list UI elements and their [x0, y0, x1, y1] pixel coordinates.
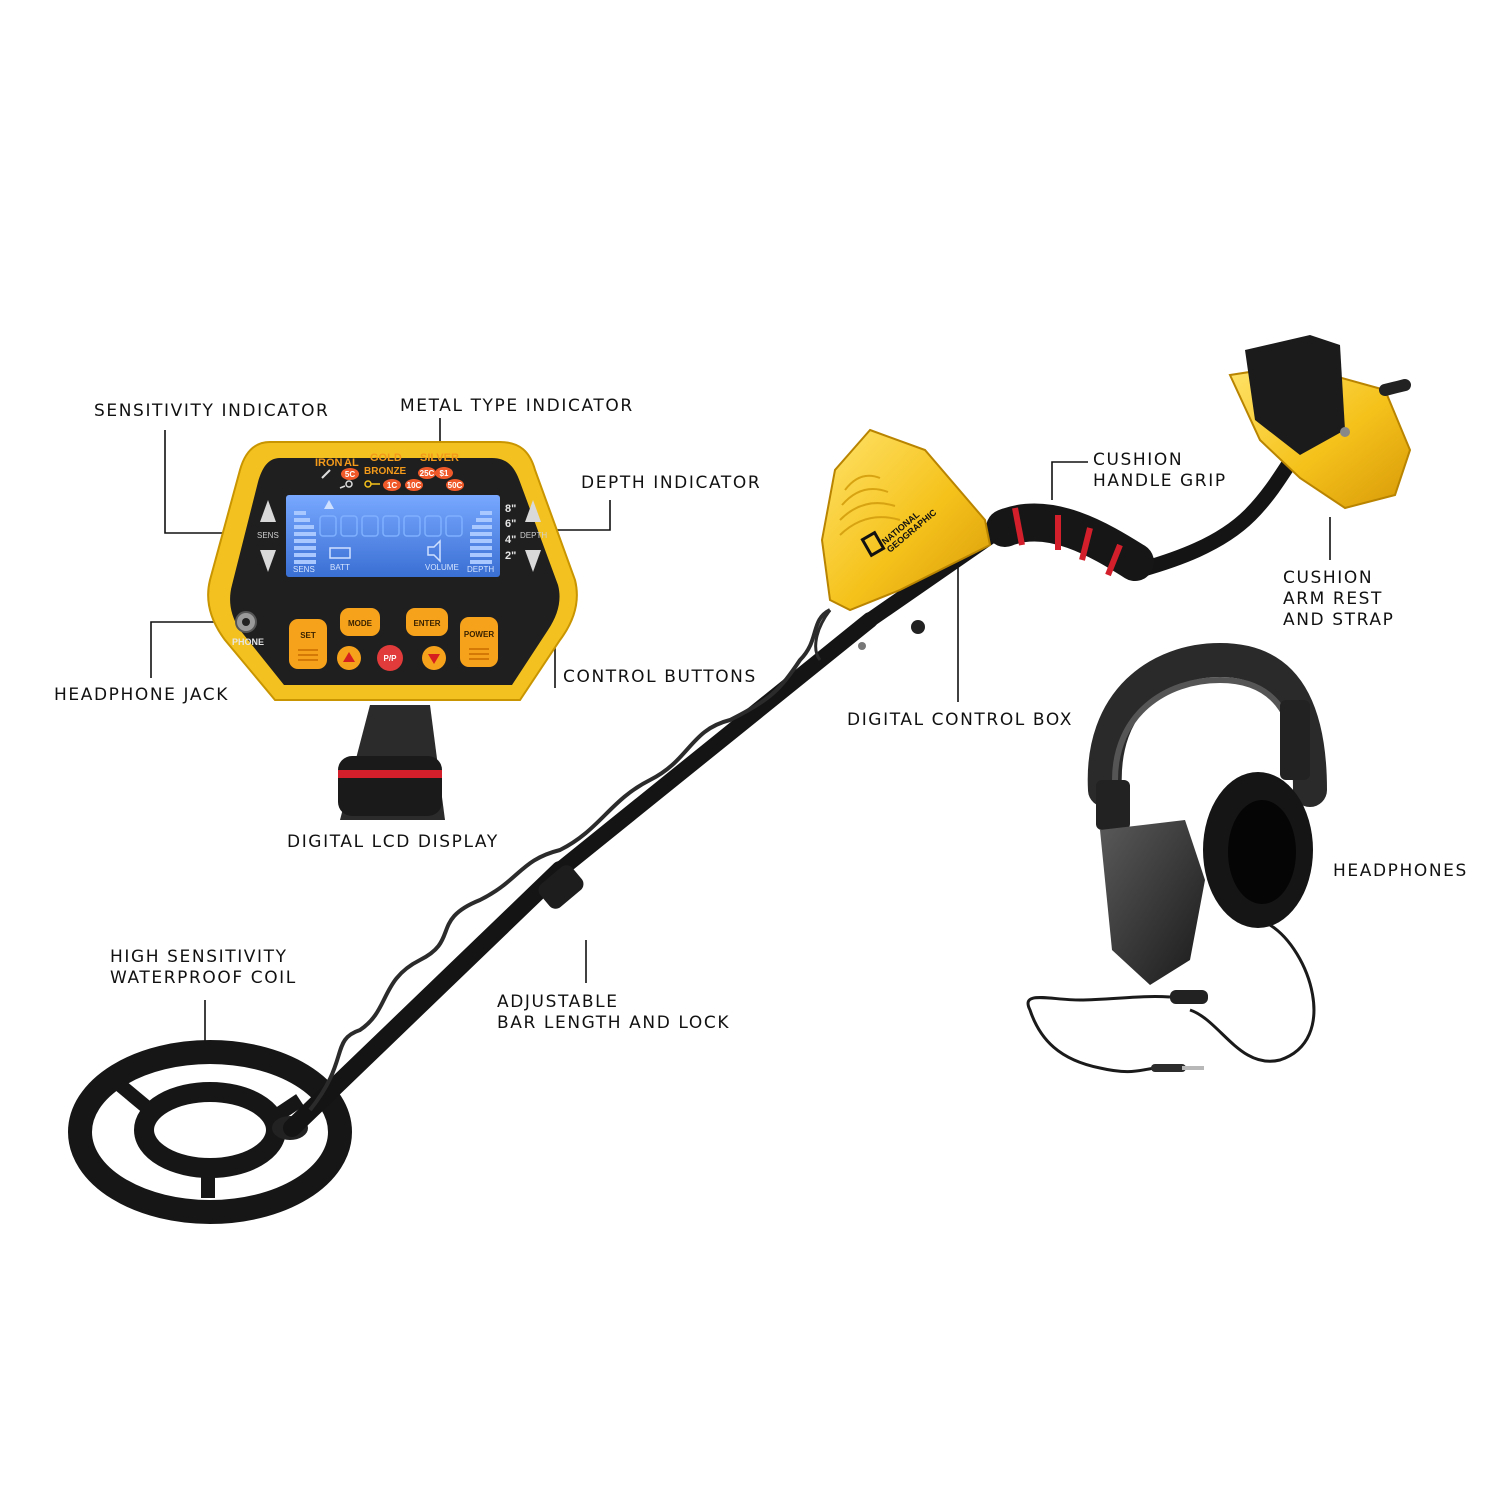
down-button[interactable]	[422, 646, 446, 670]
callout-headphone-jack: HEADPHONE JACK	[54, 685, 229, 705]
callout-metal-type-indicator: METAL TYPE INDICATOR	[400, 396, 634, 416]
up-button[interactable]	[337, 646, 361, 670]
callout-high-sensitivity-coil: HIGH SENSITIVITY WATERPROOF COIL	[110, 947, 297, 989]
callout-line: BAR LENGTH AND LOCK	[497, 1013, 731, 1033]
mode-button-label: MODE	[348, 619, 373, 628]
battery-icon	[329, 547, 351, 559]
sens-side-label: SENS	[257, 531, 279, 540]
callout-line: AND STRAP	[1283, 610, 1395, 630]
enter-button-label: ENTER	[413, 619, 440, 628]
control-panel-closeup: IRON AL GOLD BRONZE SILVER 5C 1C 10C 25C…	[207, 441, 578, 820]
callout-line: CUSHION	[1093, 450, 1184, 470]
metal-icons	[321, 469, 380, 489]
headphones-illustration	[1026, 642, 1327, 1074]
speaker-icon	[427, 539, 441, 563]
metal-silver: SILVER	[420, 452, 459, 464]
callout-line: HIGH SENSITIVITY	[110, 947, 288, 967]
depth-mark-2: 2"	[505, 550, 516, 562]
depth-up-icon	[525, 500, 541, 522]
coin-10c: 10C	[407, 481, 422, 490]
enter-button[interactable]: ENTER	[406, 608, 448, 636]
lcd-depth-bars	[470, 511, 492, 564]
metal-gold: GOLD	[370, 452, 402, 464]
depth-mark-4: 4"	[505, 534, 516, 546]
set-button[interactable]: SET	[289, 619, 327, 669]
callout-line: CUSHION	[1283, 568, 1374, 588]
callout-cushion-handle-grip: CUSHION HANDLE GRIP	[1093, 450, 1227, 492]
metal-al: AL	[344, 457, 359, 469]
coin-1-dollar: $1	[440, 469, 449, 478]
coin-1c: 1C	[387, 481, 397, 490]
callout-sensitivity-indicator: SENSITIVITY INDICATOR	[94, 401, 330, 421]
lcd-digit-boxes	[319, 515, 463, 537]
pinpoint-button[interactable]: P/P	[377, 645, 403, 671]
power-button[interactable]: POWER	[460, 617, 498, 667]
lcd-volume-label: VOLUME	[425, 563, 459, 572]
sens-up-icon	[260, 500, 276, 522]
coin-5c: 5C	[345, 470, 355, 479]
lcd-sens-bars	[294, 511, 316, 564]
up-arrow-icon	[343, 652, 355, 662]
callout-digital-lcd-display: DIGITAL LCD DISPLAY	[287, 832, 499, 852]
set-button-label: SET	[300, 631, 316, 640]
callout-line: ADJUSTABLE	[497, 992, 619, 1012]
metal-iron: IRON	[315, 457, 343, 469]
handle-assembly	[986, 335, 1412, 581]
depth-down-icon	[525, 550, 541, 572]
callout-control-buttons: CONTROL BUTTONS	[563, 667, 757, 687]
callout-line: ARM REST	[1283, 589, 1384, 609]
search-coil	[68, 1040, 352, 1224]
depth-mark-6: 6"	[505, 518, 516, 530]
callout-headphones: HEADPHONES	[1333, 861, 1468, 881]
lcd-sens-label: SENS	[293, 565, 315, 574]
depth-side-label: DEPTH	[520, 531, 547, 540]
callout-line: HANDLE GRIP	[1093, 471, 1227, 491]
coin-25c: 25C	[420, 469, 435, 478]
control-box: NATIONAL GEOGRAPHIC	[820, 428, 992, 612]
metal-bronze: BRONZE	[364, 466, 407, 477]
callout-line: WATERPROOF COIL	[110, 968, 297, 988]
coin-50c: 50C	[448, 481, 463, 490]
sens-down-icon	[260, 550, 276, 572]
phone-label: PHONE	[232, 637, 264, 647]
down-arrow-icon	[428, 654, 440, 664]
callout-adjustable-bar: ADJUSTABLE BAR LENGTH AND LOCK	[497, 992, 730, 1034]
mode-button[interactable]: MODE	[340, 608, 380, 636]
depth-mark-8: 8"	[505, 503, 516, 515]
lcd-depth-label: DEPTH	[467, 565, 494, 574]
callout-depth-indicator: DEPTH INDICATOR	[581, 473, 762, 493]
callout-cushion-arm-rest: CUSHION ARM REST AND STRAP	[1283, 568, 1394, 631]
callout-digital-control-box: DIGITAL CONTROL BOX	[847, 710, 1073, 730]
pinpoint-button-label: P/P	[384, 654, 398, 663]
power-button-label: POWER	[464, 630, 494, 639]
detector-shaft	[283, 522, 1008, 1137]
lcd-batt-label: BATT	[330, 563, 350, 572]
